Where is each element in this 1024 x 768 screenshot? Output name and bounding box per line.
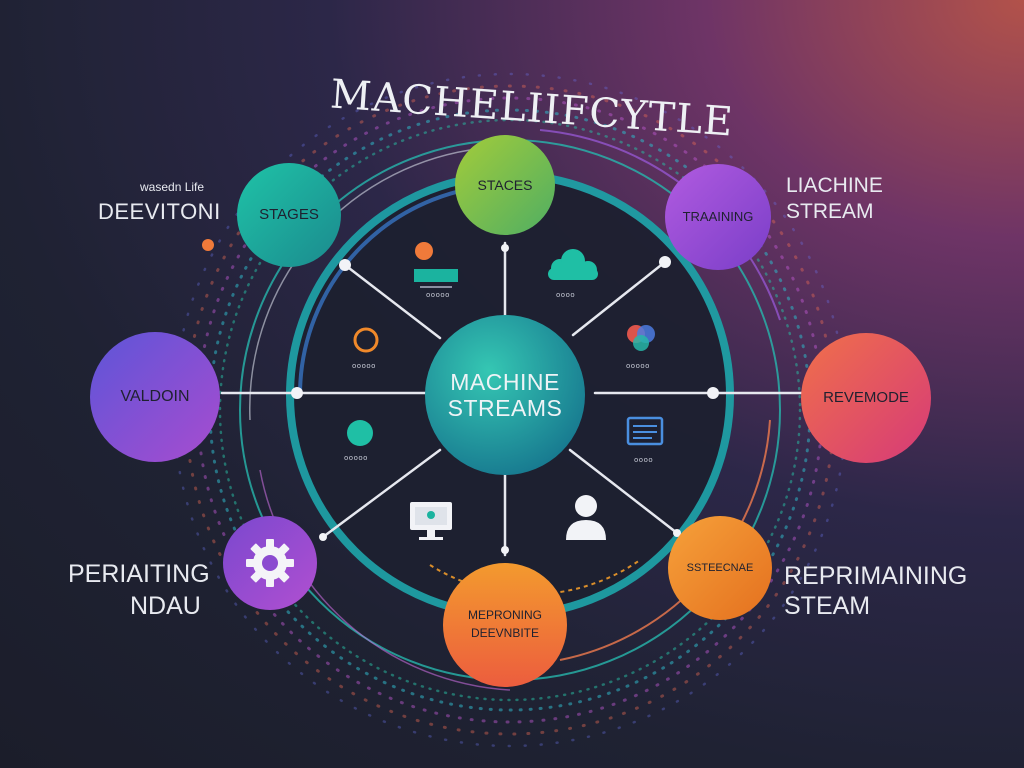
node-bottom-label-line1: MEPRONING xyxy=(467,608,542,623)
screen-icon xyxy=(626,416,664,446)
node-left-shape xyxy=(90,332,220,462)
node-bottom-label-line2: DEEVNBITE xyxy=(470,626,539,640)
node-top-left-label: STAGES xyxy=(259,206,319,224)
icon-caption: ooooo xyxy=(352,362,376,370)
node-top-left: STAGES xyxy=(237,163,341,267)
node-top-shape xyxy=(455,135,555,235)
side-label-top-right-line1: LIACHINE xyxy=(786,174,883,197)
side-label-top-right-line2: STREAM xyxy=(786,200,874,223)
node-right-label: REVEMODE xyxy=(823,389,909,407)
database-icon xyxy=(414,242,458,288)
side-label-top-left-small: wasedn Life xyxy=(140,180,205,194)
node-bottom-right-label: SSTEECNAE xyxy=(686,561,754,574)
node-left-label: VALDOIN xyxy=(120,387,190,405)
icon-caption: ooooo xyxy=(626,362,650,370)
node-top-right: TRAAINING xyxy=(665,164,771,270)
node-bottom-right-shape xyxy=(668,516,772,620)
cloud-icon xyxy=(548,249,598,280)
node-top: STACES xyxy=(455,135,555,235)
inner-ring-dashed xyxy=(429,559,641,596)
side-label-bottom-right-line1: REPRIMAINING xyxy=(784,562,968,590)
node-bottom-right: SSTEECNAE xyxy=(668,516,772,620)
node-top-right-label: TRAAINING xyxy=(682,208,754,224)
node-right: REVEMODE xyxy=(801,333,931,463)
side-label-top-left: DEEVITONI xyxy=(98,199,221,224)
center-node-shape xyxy=(425,315,585,475)
side-label-bottom-left-line2: NDAU xyxy=(130,592,201,620)
center-node-line2: STREAMS xyxy=(447,395,563,421)
center-node: MACHINE STREAMS xyxy=(425,315,585,475)
spokes xyxy=(220,241,812,557)
side-label-bottom-right-line2: STEAM xyxy=(784,592,871,620)
icon-caption: ooooo xyxy=(426,291,450,299)
ring-icon xyxy=(353,327,379,353)
node-bottom: MEPRONING DEEVNBITE xyxy=(443,563,567,687)
center-node-line1: MACHINE xyxy=(450,368,560,395)
node-top-right-shape xyxy=(665,164,771,270)
node-top-label: STACES xyxy=(477,176,533,193)
side-label-bottom-left-line1: PERIAITING xyxy=(68,560,210,588)
icon-caption: oooo xyxy=(556,291,576,299)
dot-icon xyxy=(347,420,373,446)
user-icon xyxy=(566,495,606,540)
venn-icon xyxy=(627,325,655,351)
node-bottom-shape xyxy=(443,563,567,687)
spoke-joints xyxy=(202,239,719,554)
node-right-shape xyxy=(801,333,931,463)
icon-caption: ooooo xyxy=(344,454,368,462)
monitor-icon xyxy=(410,502,452,540)
node-left: VALDOIN xyxy=(90,332,220,462)
node-top-left-shape xyxy=(237,163,341,267)
icon-caption: oooo xyxy=(634,456,654,464)
gear-icon xyxy=(246,539,294,587)
